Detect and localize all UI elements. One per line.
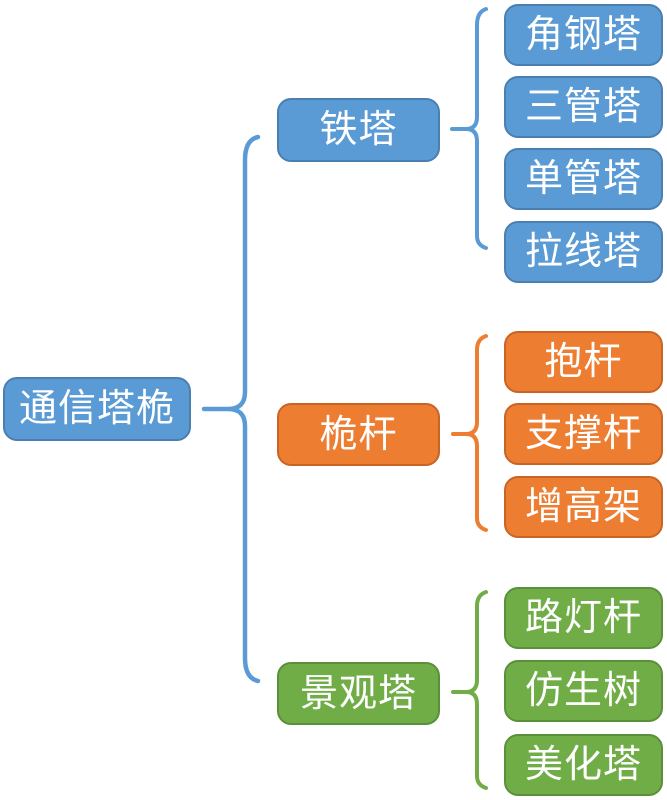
node-leaf-street-lamp-pole: 路灯杆 (504, 587, 663, 649)
node-branch-mast-pole: 桅杆 (277, 403, 440, 466)
node-root-communication-tower-mast: 通信塔桅 (3, 377, 191, 441)
node-leaf-holding-pole: 抱杆 (504, 331, 663, 393)
node-leaf-guyed-tower: 拉线塔 (504, 221, 663, 283)
node-branch-iron-tower: 铁塔 (277, 98, 440, 162)
node-leaf-angle-steel-tower: 角钢塔 (504, 4, 663, 66)
node-leaf-support-pole: 支撑杆 (504, 403, 663, 465)
iron-tower-brace-connector (450, 7, 488, 250)
landscape-tower-brace-connector (451, 590, 488, 790)
node-leaf-three-tube-tower: 三管塔 (504, 76, 663, 138)
root-brace-connector (201, 134, 261, 684)
node-leaf-beautified-tower: 美化塔 (504, 734, 663, 796)
node-branch-landscape-tower: 景观塔 (277, 662, 440, 725)
mast-brace-connector (451, 334, 488, 532)
node-leaf-single-tube-tower: 单管塔 (504, 148, 663, 210)
node-leaf-bionic-tree: 仿生树 (504, 660, 663, 722)
node-leaf-heightening-frame: 增高架 (504, 476, 663, 538)
